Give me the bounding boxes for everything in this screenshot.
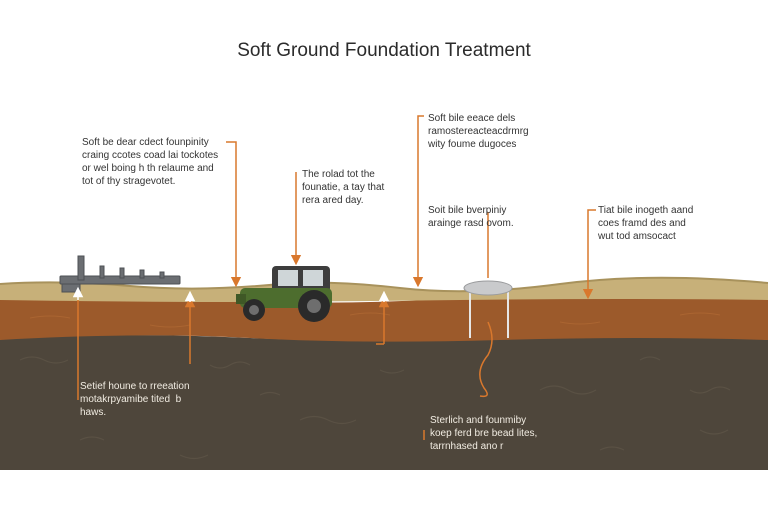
annotation-line: wut tod amsocact: [598, 231, 676, 242]
annotation-line: founatie, a tay that: [302, 182, 385, 193]
annotation-line: rera ared day.: [302, 195, 364, 206]
pile-driver-machine: [59, 255, 181, 293]
vibration-platform: [463, 280, 513, 338]
white-indicator-arrows: [72, 286, 390, 302]
diagram-title: Soft Ground Foundation Treatment: [237, 40, 531, 61]
annotation-line: craing ccotes coad lai tockotes: [82, 150, 219, 161]
annotation-line: Tiat bile inogeth aand: [598, 205, 694, 216]
tractor: [236, 266, 332, 322]
annotation-line: or wel boing h th relaume and: [82, 163, 214, 174]
annotation-bottom-left: Setief houne to rreeation motakrpyamibe …: [80, 380, 190, 419]
deep-soil-layer: [0, 332, 768, 470]
annotation-arrows: [77, 115, 596, 440]
annotation-line: wity foume dugoces: [428, 139, 517, 150]
annotation-top-left: Soft be dear cdect founpinity craing cco…: [82, 136, 218, 188]
annotation-line: Soft be dear cdect founpinity: [82, 137, 209, 148]
annotation-line: koep ferd bre bead lites,: [430, 428, 538, 439]
annotation-line: Setief houne to rreeation: [80, 381, 190, 392]
annotation-line: coes framd des and: [598, 218, 686, 229]
annotation-bottom-center: Sterlich and founmiby koep ferd bre bead…: [430, 414, 537, 453]
annotation-line: arainge rasd ovom.: [428, 218, 514, 229]
annotation-line: tarrnhased ano r: [430, 441, 504, 452]
annotation-line: The rolad tot the: [302, 169, 375, 180]
annotation-line: tot of thy stragevotet.: [82, 176, 176, 187]
annotation-right: Tiat bile inogeth aand coes framd des an…: [598, 204, 693, 243]
annotation-line: Soit bile bverpiniy: [428, 205, 507, 216]
annotation-line: Sterlich and founmiby: [430, 415, 527, 426]
annotation-line: motakrpyamibe tited b: [80, 394, 182, 405]
clay-texture: [29, 312, 721, 328]
annotation-line: haws.: [80, 407, 107, 418]
topsoil-crust: [0, 276, 768, 293]
annotation-tractor: The rolad tot the founatie, a tay that r…: [302, 168, 384, 207]
annotation-line: ramostereacteacdrmrg: [428, 126, 529, 137]
annotation-top-center: Soft bile eeace dels ramostereacteacdrmr…: [428, 112, 529, 151]
annotation-line: Soft bile eeace dels: [428, 113, 516, 124]
annotation-mid-center: Soit bile bverpiniy arainge rasd ovom.: [428, 204, 514, 230]
deep-soil-texture: [19, 356, 731, 460]
